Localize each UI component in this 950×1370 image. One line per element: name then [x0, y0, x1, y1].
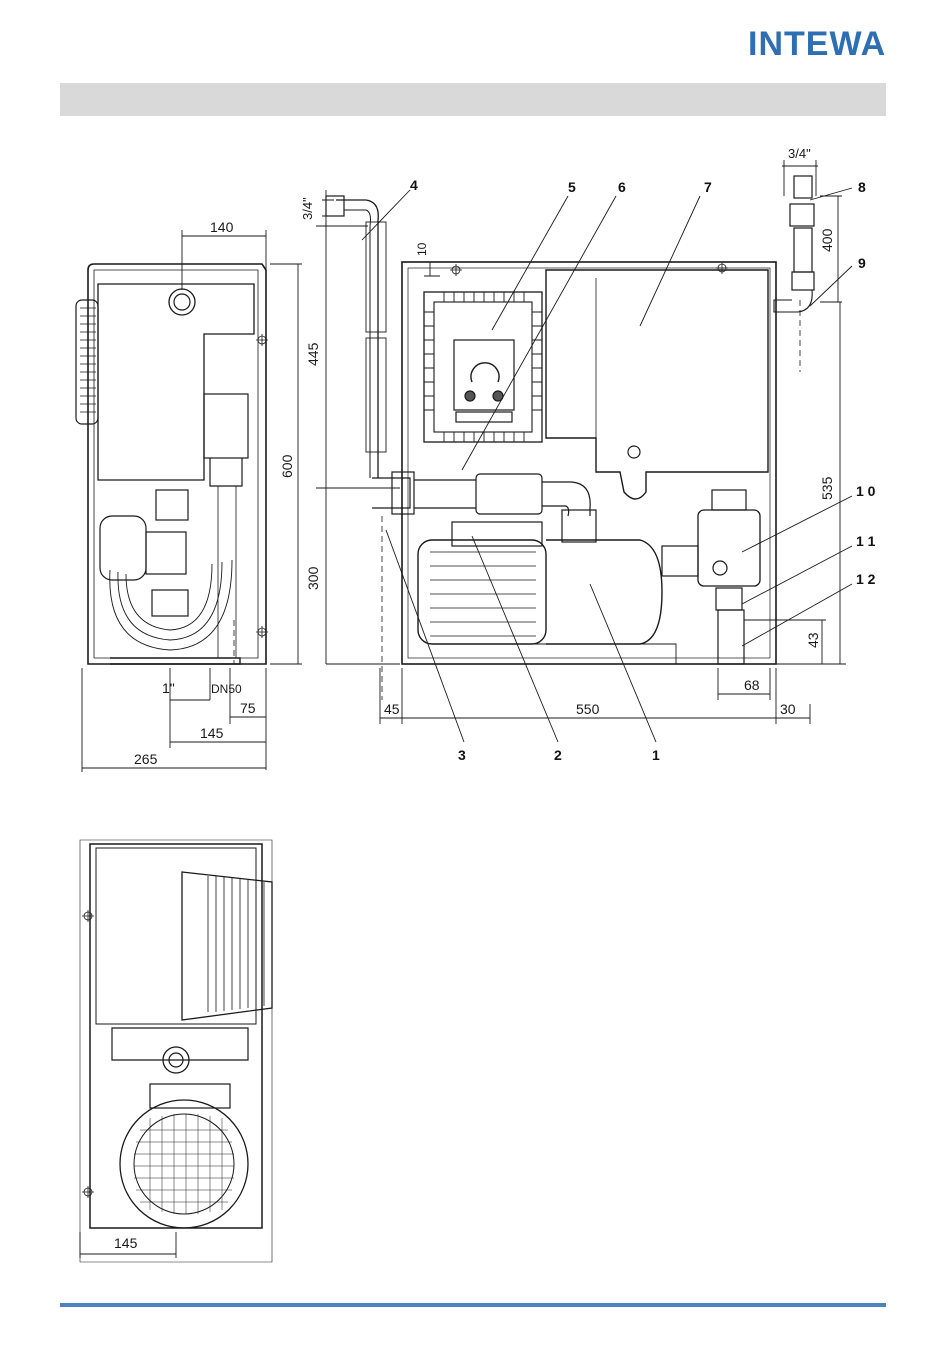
rear-view [80, 840, 272, 1262]
dim-side-depth: 265 [134, 751, 158, 767]
front-view [234, 160, 852, 742]
callout-3: 3 [458, 747, 466, 763]
dim-side-top-width: 140 [210, 219, 234, 235]
dim-side-145: 145 [200, 725, 224, 741]
dim-front-width: 550 [576, 701, 600, 717]
dim-front-outlet-offset: 68 [744, 677, 760, 693]
dim-front-offset-right: 30 [780, 701, 796, 717]
callout-4: 4 [410, 177, 418, 193]
callout-1: 1 [652, 747, 660, 763]
dim-front-thread-right: 3/4" [788, 146, 811, 161]
callout-6: 6 [618, 179, 626, 195]
callout-12: 1 2 [856, 571, 876, 587]
callout-8: 8 [858, 179, 866, 195]
dim-front-hose-right: 400 [819, 228, 835, 252]
callout-11: 1 1 [856, 533, 876, 549]
dim-side-thread: 1" [162, 680, 175, 696]
dim-front-thread-left: 3/4" [300, 197, 315, 220]
dim-front-top-margin: 10 [415, 242, 429, 256]
mounting-marks [82, 262, 728, 1198]
dim-front-height-535: 535 [819, 476, 835, 500]
callout-5: 5 [568, 179, 576, 195]
callout-2: 2 [554, 747, 562, 763]
footer-rule [60, 1303, 886, 1307]
dim-rear-offset: 145 [114, 1235, 138, 1251]
dim-side-75: 75 [240, 700, 256, 716]
dim-side-height: 600 [279, 454, 295, 478]
dim-front-overflow: 43 [805, 632, 821, 648]
dim-side-drain: DN50 [211, 682, 242, 696]
callout-7: 7 [704, 179, 712, 195]
side-view [76, 230, 302, 772]
dim-front-height-300: 300 [305, 566, 321, 590]
dim-front-hose-left: 445 [305, 342, 321, 366]
callout-10: 1 0 [856, 483, 876, 499]
dim-front-offset-left: 45 [384, 701, 400, 717]
callout-9: 9 [858, 255, 866, 271]
